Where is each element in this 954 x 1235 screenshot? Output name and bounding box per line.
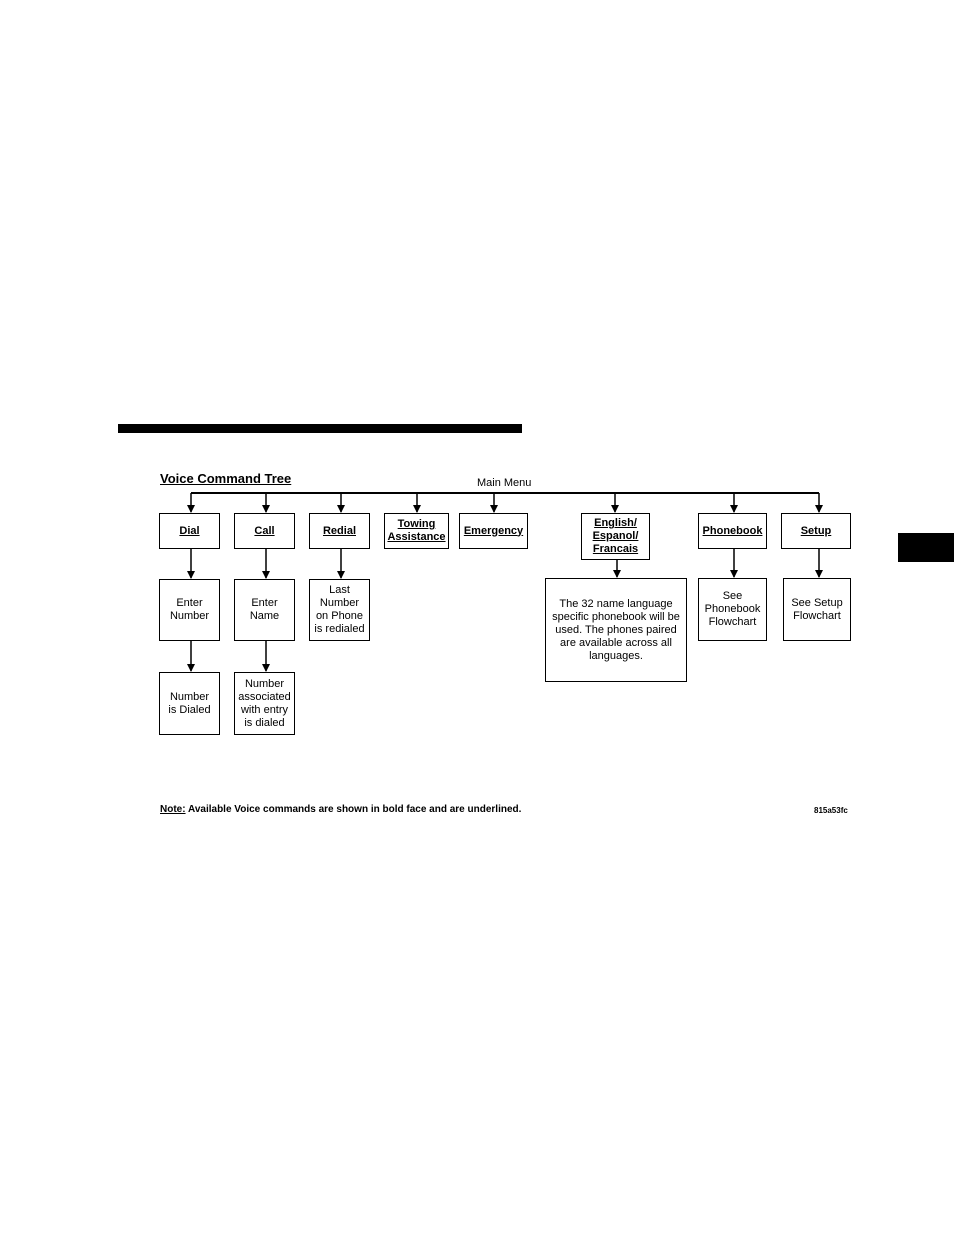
number-dialed-box: Number is Dialed — [159, 672, 220, 735]
language-note-box: The 32 name language specific phonebook … — [545, 578, 687, 682]
note-text: Available Voice commands are shown in bo… — [187, 804, 522, 815]
note-label: Note: — [160, 804, 186, 815]
language-command-box: English/ Espanol/ Francais — [581, 513, 650, 560]
towing-assistance-command-box: Towing Assistance — [384, 513, 449, 549]
chapter-tab — [898, 533, 954, 562]
call-command-box: Call — [234, 513, 295, 549]
see-phonebook-box: See Phonebook Flowchart — [698, 578, 767, 641]
phonebook-command-box: Phonebook — [698, 513, 767, 549]
main-menu-label: Main Menu — [477, 477, 532, 489]
redial-command-box: Redial — [309, 513, 370, 549]
last-number-box: Last Number on Phone is redialed — [309, 579, 370, 641]
see-setup-box: See Setup Flowchart — [783, 578, 851, 641]
section-rule — [118, 424, 522, 433]
enter-name-box: Enter Name — [234, 579, 295, 641]
footer-note: Note: Available Voice commands are shown… — [160, 804, 521, 815]
dial-command-box: Dial — [159, 513, 220, 549]
figure-code: 815a53fc — [814, 806, 848, 815]
entry-dialed-box: Number associated with entry is dialed — [234, 672, 295, 735]
setup-command-box: Setup — [781, 513, 851, 549]
emergency-command-box: Emergency — [459, 513, 528, 549]
enter-number-box: Enter Number — [159, 579, 220, 641]
diagram-title: Voice Command Tree — [160, 471, 292, 486]
